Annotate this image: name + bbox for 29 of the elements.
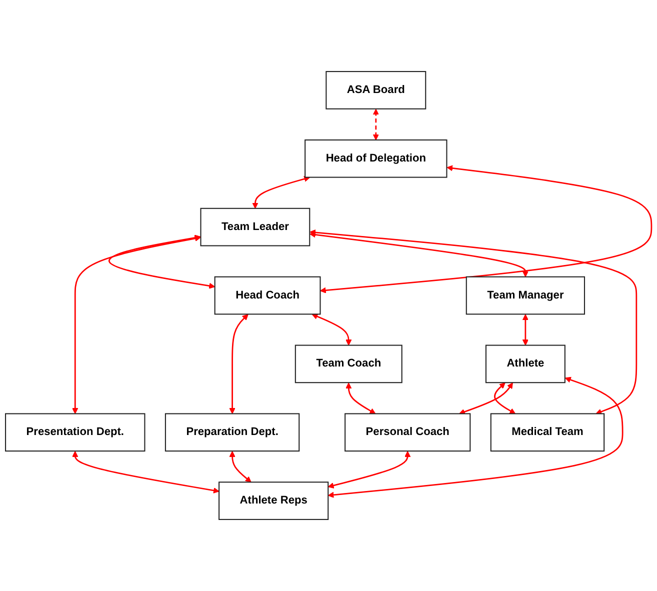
node-box: Preparation Dept. [164, 413, 300, 452]
arrow [522, 314, 528, 346]
arrow [372, 108, 379, 140]
arrow [72, 236, 201, 414]
node-box: ASA Board [326, 71, 426, 110]
arrow [229, 314, 248, 414]
arrow [312, 314, 352, 346]
node-box: Team Manager [466, 276, 586, 315]
node-box: Presentation Dept. [5, 413, 146, 452]
node-box: Head Coach [214, 276, 321, 315]
arrow [346, 382, 376, 414]
arrow [310, 229, 638, 415]
node-box: Team Leader [200, 208, 310, 246]
node-box: Medical Team [490, 413, 605, 452]
arrow [310, 232, 528, 278]
arrow [320, 165, 652, 294]
arrow [229, 451, 252, 482]
node-box: Athlete Reps [218, 482, 329, 520]
arrow [108, 234, 216, 289]
arrow [252, 176, 310, 209]
arrow [72, 451, 220, 494]
node-box: Athlete [485, 344, 566, 384]
arrow [494, 382, 516, 414]
arrow [328, 376, 624, 498]
arrow [459, 382, 513, 415]
node-box: Personal Coach [344, 413, 471, 452]
arrow [328, 451, 411, 488]
node-box: Head of Delegation [304, 139, 448, 178]
node-box: Team Coach [294, 344, 402, 384]
